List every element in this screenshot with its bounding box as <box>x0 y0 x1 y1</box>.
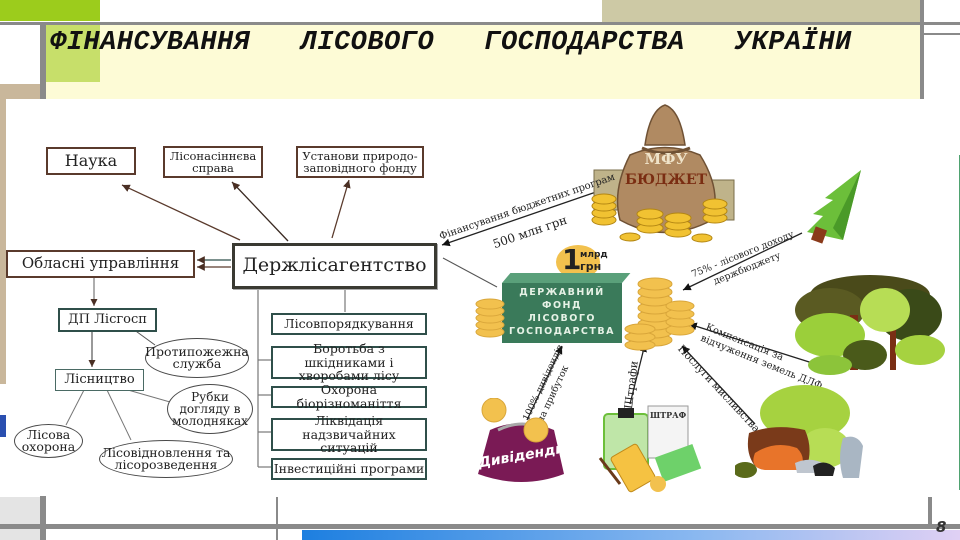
fines-illustration: ШТРАФ <box>598 404 703 496</box>
title-band-bg <box>44 24 920 99</box>
fund-amount-number: 1 <box>562 243 582 276</box>
fund-label-line-2: ФОНД <box>542 300 582 312</box>
bag-label-budget: БЮДЖЕТ <box>625 172 707 188</box>
fund-amount-unit-bottom: грн <box>580 260 602 273</box>
box-dp-lisgosp: ДП Лісгосп <box>58 308 157 332</box>
arrow-to-seeds <box>231 181 289 242</box>
box-biodiversity: Охорона біорізноманіття <box>271 383 427 410</box>
frame-line-bottom-v1 <box>276 497 278 540</box>
dividends-wallet-illustration: Дивіденди <box>472 398 572 490</box>
arrow-hunting <box>681 345 756 425</box>
arrow-to-reserves <box>331 179 351 239</box>
box-science: Наука <box>46 147 136 175</box>
fund-label-line-3: ЛІСОВОГО <box>528 313 596 324</box>
state-forest-fund-box: ДЕРЖАВНИЙ ФОНД ЛІСОВОГО ГОСПОДАРСТВА <box>502 283 622 343</box>
line-forestry-to-guard <box>65 389 85 426</box>
box-forest-management: Лісовпорядкування <box>271 313 427 335</box>
arrow-to-science <box>121 184 241 241</box>
bag-label-mfu: МФУ <box>644 150 688 168</box>
box-forestry: Лісництво <box>55 369 144 391</box>
blue-side-block <box>0 415 8 437</box>
slide-title: ФІНАНСУВАННЯ ЛІСОВОГО ГОСПОДАРСТВА УКРАЇ… <box>50 28 852 58</box>
line-forestry-to-restoration <box>106 389 132 441</box>
line-forestry-to-thinning <box>127 389 171 403</box>
arrow-compensation <box>688 322 826 368</box>
frame-line-top-2 <box>920 33 960 35</box>
ellipse-fire-service: Протипожежна служба <box>145 338 249 378</box>
forest-trees-illustration <box>790 265 950 375</box>
arrow-income <box>682 232 803 291</box>
frame-line-bottom-v2 <box>928 497 932 527</box>
box-regional-offices: Обласні управління <box>6 250 195 278</box>
arrow-fines <box>629 343 647 405</box>
budget-bag-illustration: МФУ БЮДЖЕТ <box>590 100 740 245</box>
green-accent-block-2 <box>46 24 100 82</box>
wildlife-illustration <box>735 378 875 490</box>
ellipse-forest-guard: Лісова охорона <box>14 424 83 458</box>
grey-corner-block <box>0 497 40 540</box>
olive-accent-block <box>602 0 920 23</box>
green-accent-block <box>0 0 100 21</box>
blue-gradient-strip <box>302 530 960 540</box>
fir-tree-illustration <box>795 168 865 248</box>
box-seed-business: Лісонасіннєва справа <box>163 146 263 178</box>
frame-line-top <box>0 22 960 25</box>
box-state-forest-agency: Держлісагентство <box>232 243 437 289</box>
line-agency-fund <box>442 257 498 288</box>
ellipse-restoration: Лісовідновлення та лісорозведення <box>99 440 233 478</box>
box-investment: Інвестиційні програми <box>271 458 427 480</box>
arrow-budget-to-agency <box>441 191 597 247</box>
page-number: 8 <box>936 518 947 536</box>
fund-amount-unit-top: млрд <box>580 250 608 260</box>
fine-document-label: ШТРАФ <box>650 410 687 420</box>
frame-line-right <box>920 0 924 100</box>
fund-label-line-1: ДЕРЖАВНИЙ <box>519 287 605 299</box>
box-nature-reserves: Установи природо-заповідного фонду <box>296 146 424 178</box>
ellipse-thinning: Рубки догляду в молодняках <box>167 384 253 434</box>
arrow-dividends <box>526 345 563 421</box>
frame-line-bottom <box>0 524 960 529</box>
fund-label-line-4: ГОСПОДАРСТВА <box>509 325 615 337</box>
